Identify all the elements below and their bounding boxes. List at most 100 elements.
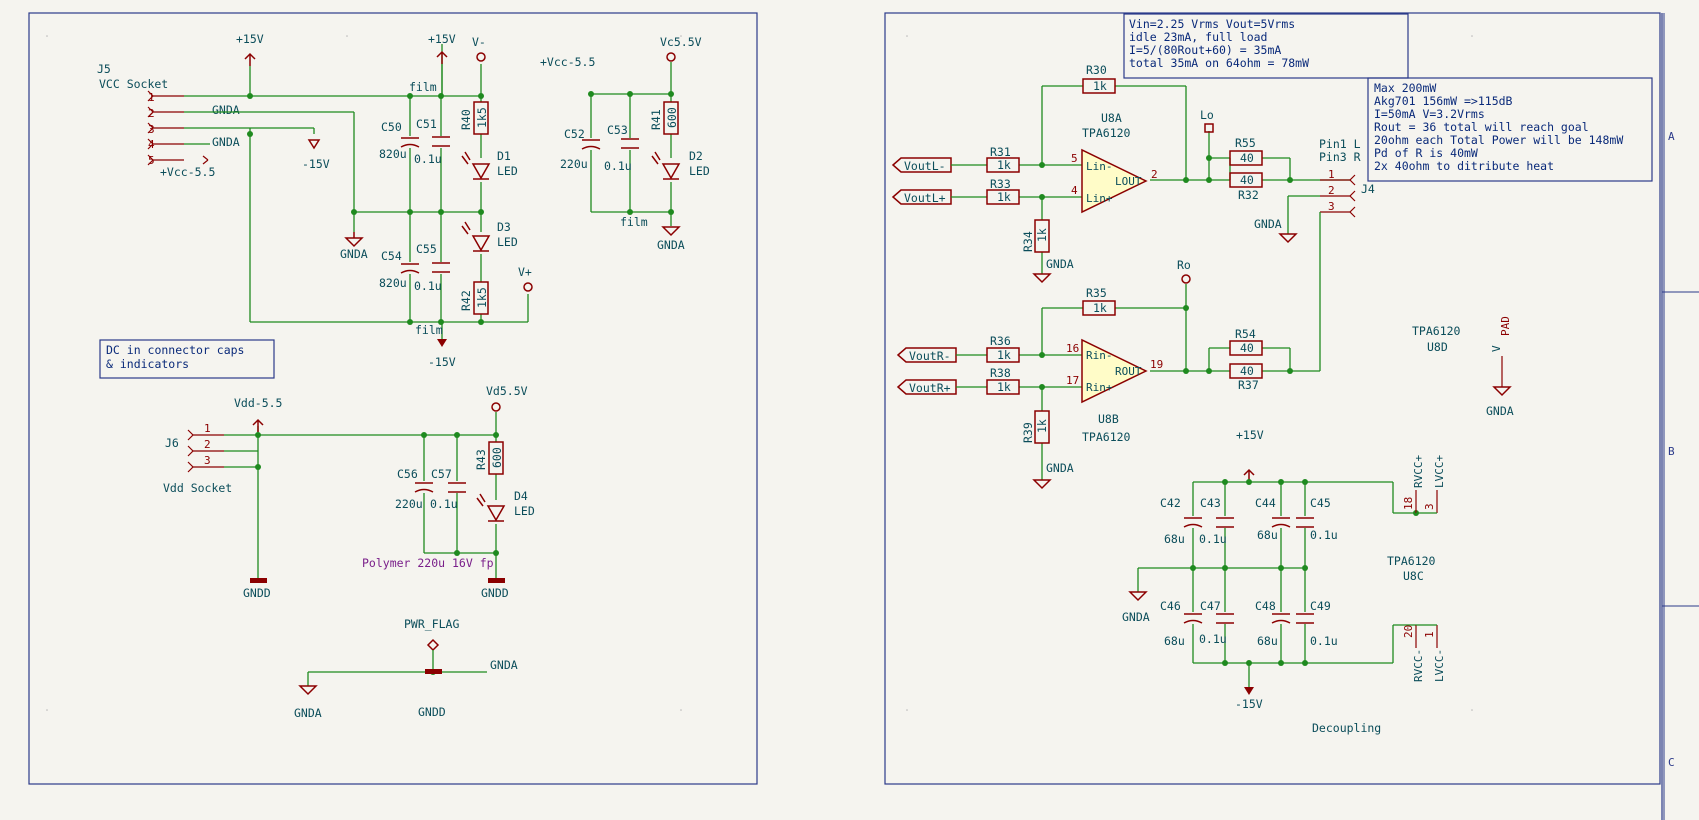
svg-text:3: 3 bbox=[1423, 503, 1436, 510]
resistor-r32[interactable]: 40 R32 bbox=[1229, 172, 1263, 202]
svg-text:GNDA: GNDA bbox=[1046, 461, 1074, 475]
resistor-r38[interactable]: R38 1k bbox=[986, 366, 1020, 395]
led-d3[interactable]: D3 LED bbox=[461, 220, 518, 252]
resistor-r42[interactable]: R42 1k5 bbox=[459, 281, 489, 315]
opamp-u8a[interactable]: U8A TPA6120 Lin- Lin+ LOUT 5 4 2 bbox=[1071, 111, 1158, 214]
gnda-symbol-vcc: GNDA bbox=[657, 226, 685, 252]
svg-text:R37: R37 bbox=[1238, 378, 1259, 392]
svg-text:5: 5 bbox=[148, 154, 155, 167]
svg-text:V+: V+ bbox=[518, 265, 532, 279]
led-d4[interactable]: D4 LED bbox=[476, 489, 535, 522]
opamp-u8d-pad[interactable]: TPA6120 U8D V PAD GNDA bbox=[1412, 316, 1514, 418]
svg-text:D4: D4 bbox=[514, 489, 528, 503]
svg-text:2: 2 bbox=[148, 107, 155, 120]
svg-text:R55: R55 bbox=[1235, 136, 1256, 150]
capacitor-c51[interactable]: C51 0.1u bbox=[414, 117, 450, 166]
svg-text:1: 1 bbox=[1423, 631, 1436, 638]
svg-text:VoutR+: VoutR+ bbox=[909, 381, 951, 395]
svg-text:LED: LED bbox=[497, 164, 518, 178]
svg-text:600: 600 bbox=[490, 447, 504, 468]
svg-text:Vd5.5V: Vd5.5V bbox=[486, 384, 528, 398]
resistor-r33[interactable]: R33 1k bbox=[986, 177, 1020, 205]
port-voutr-plus[interactable]: VoutR+ bbox=[896, 379, 957, 395]
svg-text:total 35mA on 64ohm = 78mW: total 35mA on 64ohm = 78mW bbox=[1129, 56, 1309, 70]
j5-net-gnda-2: GNDA bbox=[212, 135, 240, 149]
svg-text:GNDD: GNDD bbox=[418, 705, 446, 719]
svg-text:GNDD: GNDD bbox=[481, 586, 509, 600]
svg-text:R34: R34 bbox=[1021, 231, 1035, 252]
resistor-r39[interactable]: R39 1k bbox=[1021, 410, 1050, 444]
port-voutr-minus[interactable]: VoutR- bbox=[896, 347, 957, 363]
capacitor-c45[interactable]: C45 0.1u bbox=[1296, 496, 1338, 542]
capacitor-c43[interactable]: C43 0.1u bbox=[1199, 496, 1234, 546]
capacitor-c49[interactable]: C49 0.1u bbox=[1296, 599, 1338, 648]
svg-text:idle 23mA, full load: idle 23mA, full load bbox=[1129, 30, 1267, 44]
capacitor-c44[interactable]: C44 68u bbox=[1255, 496, 1291, 542]
capacitor-c57[interactable]: C57 0.1u bbox=[430, 467, 466, 511]
svg-text:20ohm each Total Power will be: 20ohm each Total Power will be 148mW bbox=[1374, 133, 1623, 147]
capacitor-c42[interactable]: C42 68u bbox=[1160, 496, 1203, 546]
svg-text:1k: 1k bbox=[1035, 419, 1049, 433]
junctions-left bbox=[247, 93, 484, 325]
resistor-r34[interactable]: R34 1k bbox=[1021, 219, 1050, 253]
svg-text:GNDA: GNDA bbox=[1046, 257, 1074, 271]
resistor-r54[interactable]: R54 40 bbox=[1229, 327, 1263, 356]
svg-text:600: 600 bbox=[665, 107, 679, 128]
svg-text:68u: 68u bbox=[1164, 532, 1185, 546]
resistor-r55[interactable]: R55 40 bbox=[1229, 136, 1263, 166]
label-film-bottom: film bbox=[415, 323, 443, 337]
j5-value: VCC Socket bbox=[99, 77, 168, 91]
svg-text:I=5/(80Rout+60) = 35mA: I=5/(80Rout+60) = 35mA bbox=[1129, 43, 1281, 57]
capacitor-c55[interactable]: C55 0.1u bbox=[414, 242, 450, 293]
svg-text:Rin-: Rin- bbox=[1086, 349, 1113, 362]
svg-text:TPA6120: TPA6120 bbox=[1412, 324, 1461, 338]
resistor-r43[interactable]: R43 600 bbox=[474, 441, 504, 475]
opamp-u8c-power[interactable]: RVCC+ LVCC+ 18 3 TPA6120 U8C 20 1 RVCC- … bbox=[1387, 455, 1446, 682]
led-d2[interactable]: D2 LED bbox=[651, 149, 710, 180]
note-polymer: Polymer 220u 16V fp bbox=[362, 556, 494, 570]
svg-text:RVCC+: RVCC+ bbox=[1412, 455, 1425, 488]
opamp-u8b[interactable]: U8B TPA6120 Rin- Rin+ ROUT 16 17 19 bbox=[1066, 338, 1163, 444]
resistor-r30[interactable]: R30 1k bbox=[1082, 63, 1116, 94]
resistor-r41[interactable]: R41 600 bbox=[649, 101, 679, 135]
port-voutl-minus[interactable]: VoutL- bbox=[891, 157, 952, 173]
capacitor-c48[interactable]: C48 68u bbox=[1255, 599, 1291, 648]
resistor-r31[interactable]: R31 1k bbox=[986, 145, 1020, 173]
sheet-frame-right bbox=[884, 12, 1661, 785]
svg-text:Vdd-5.5: Vdd-5.5 bbox=[234, 396, 282, 410]
svg-text:18: 18 bbox=[1402, 497, 1415, 510]
led-d1[interactable]: D1 LED bbox=[461, 149, 518, 180]
resistor-r35[interactable]: R35 1k bbox=[1082, 286, 1116, 316]
capacitor-c50[interactable]: C50 820u bbox=[379, 120, 420, 161]
capacitor-c56[interactable]: C56 220u bbox=[395, 467, 434, 511]
svg-text:1: 1 bbox=[148, 91, 155, 104]
capacitor-c54[interactable]: C54 820u bbox=[379, 249, 420, 290]
gndd-symbol-vd: GNDD bbox=[481, 578, 509, 600]
svg-text:Vc5.5V: Vc5.5V bbox=[660, 35, 702, 49]
power-vc55: Vc5.5V bbox=[660, 35, 702, 62]
svg-text:J4: J4 bbox=[1361, 182, 1375, 196]
svg-text:16: 16 bbox=[1066, 342, 1079, 355]
svg-text:U8D: U8D bbox=[1427, 340, 1448, 354]
svg-text:Rin+: Rin+ bbox=[1086, 381, 1113, 394]
svg-text:1k: 1k bbox=[1035, 228, 1049, 242]
resistor-r40[interactable]: R40 1k5 bbox=[459, 101, 489, 135]
svg-text:& indicators: & indicators bbox=[106, 357, 189, 371]
connector-j5[interactable]: J5 VCC Socket 1 2 3 4 5 bbox=[97, 62, 184, 167]
capacitor-c47[interactable]: C47 0.1u bbox=[1199, 599, 1234, 646]
svg-text:68u: 68u bbox=[1257, 528, 1278, 542]
port-voutl-plus[interactable]: VoutL+ bbox=[891, 189, 952, 205]
connector-j4[interactable]: Pin1 L Pin3 R 1 2 3 J4 bbox=[1319, 137, 1375, 218]
resistor-r37[interactable]: 40 R37 bbox=[1229, 363, 1263, 392]
resistor-r36[interactable]: R36 1k bbox=[986, 334, 1020, 363]
capacitor-c53[interactable]: C53 0.1u bbox=[604, 123, 639, 173]
svg-text:R43: R43 bbox=[474, 449, 488, 470]
capacitor-c52[interactable]: C52 220u bbox=[560, 127, 601, 171]
label-ro: Ro bbox=[1177, 258, 1191, 284]
svg-text:+15V: +15V bbox=[428, 32, 456, 46]
svg-text:C57: C57 bbox=[431, 467, 452, 481]
svg-text:Lo: Lo bbox=[1200, 108, 1214, 122]
capacitor-c46[interactable]: C46 68u bbox=[1160, 599, 1203, 648]
connector-j6[interactable]: J6 Vdd Socket 1 2 3 bbox=[163, 422, 232, 495]
svg-text:3: 3 bbox=[204, 454, 211, 467]
